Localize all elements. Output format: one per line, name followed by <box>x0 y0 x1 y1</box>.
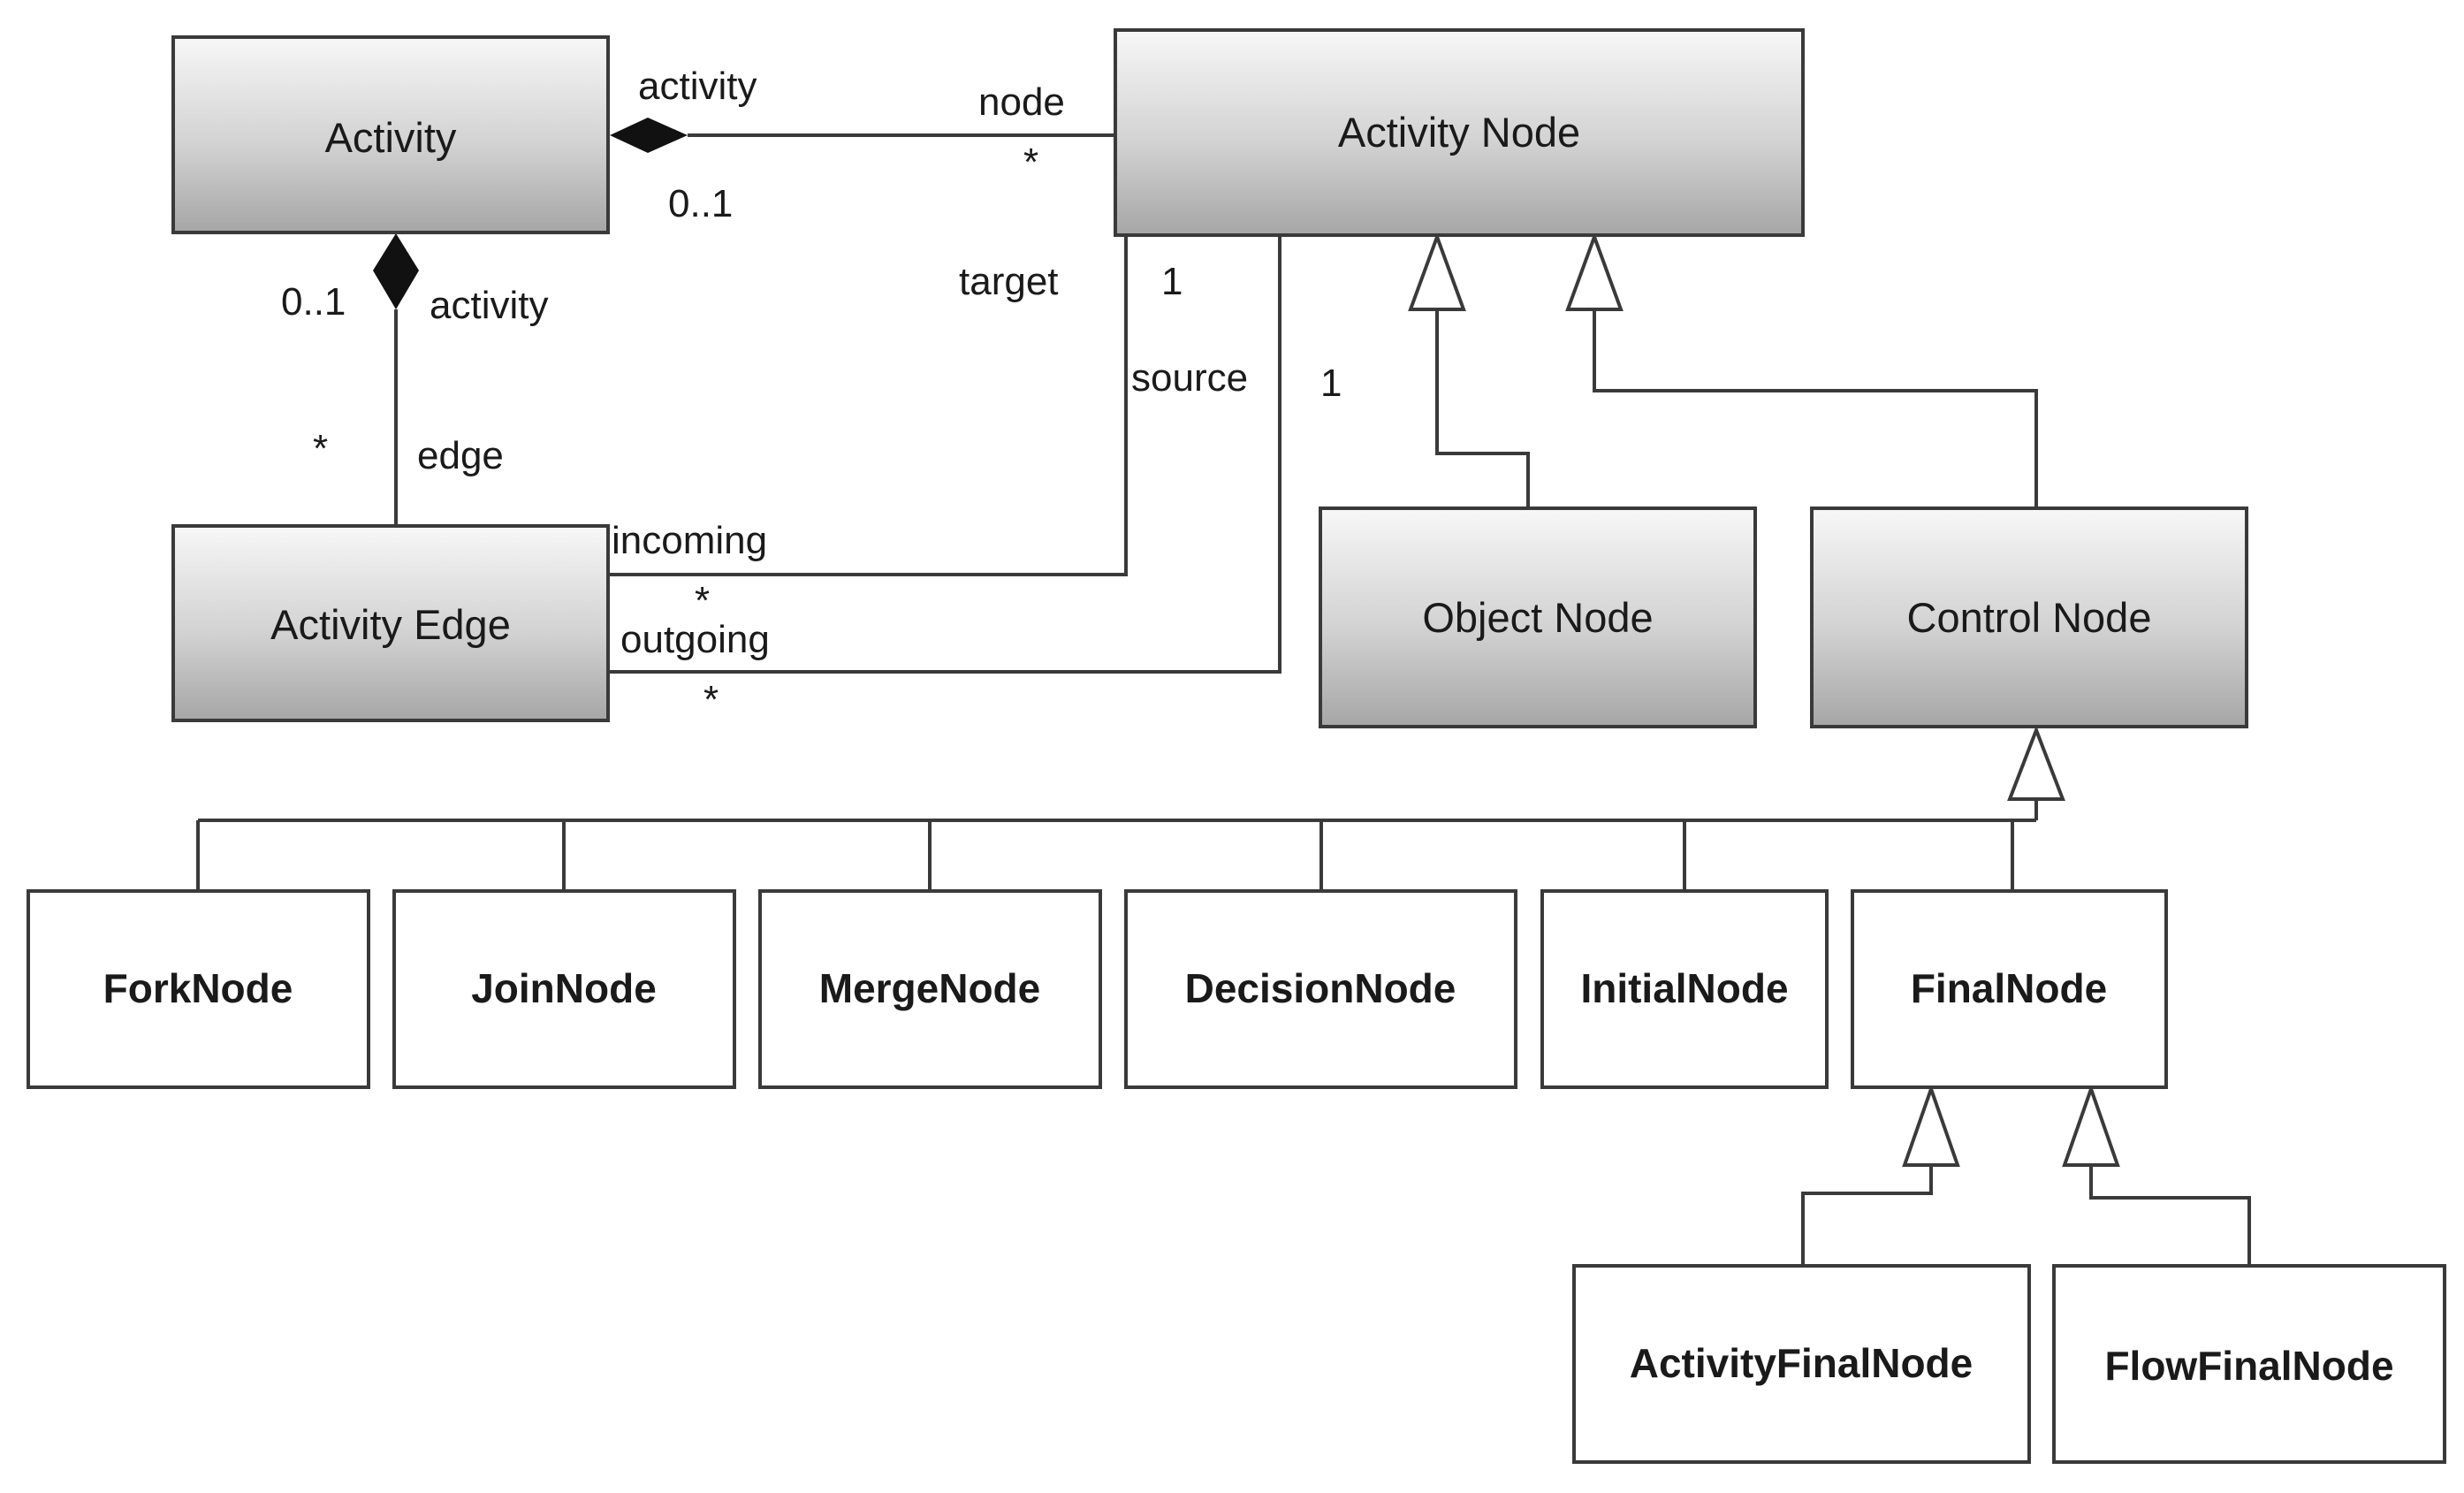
class-object-node[interactable]: Object Node <box>1319 507 1757 728</box>
connectors <box>196 133 2251 1266</box>
composition-diamond-icon <box>610 118 688 153</box>
class-activity-node[interactable]: Activity Node <box>1114 28 1805 237</box>
generalization-triangle-icon <box>2062 1083 2120 1167</box>
class-activity-edge-label: Activity Edge <box>270 601 511 648</box>
generalization-control-node <box>1593 309 2038 508</box>
role-activity-edge-owner: activity <box>430 284 548 327</box>
class-fork-node[interactable]: ForkNode <box>27 889 370 1089</box>
generalization-activity-final <box>1801 1165 1933 1266</box>
role-node: node <box>978 80 1065 124</box>
mult-activity-edge-owner: 0..1 <box>281 280 346 324</box>
class-control-node[interactable]: Control Node <box>1810 507 2248 728</box>
role-edge: edge <box>417 434 504 477</box>
role-outgoing: outgoing <box>620 618 770 661</box>
generalization-triangle-icon <box>1902 1083 1960 1167</box>
mult-source: 1 <box>1320 362 1342 405</box>
mult-activity: 0..1 <box>668 182 733 225</box>
mult-edge: * <box>313 427 328 470</box>
class-activity-label: Activity <box>325 114 457 161</box>
generalization-triangle-icon <box>2007 725 2065 801</box>
class-activity[interactable]: Activity <box>171 35 610 234</box>
association-target <box>608 235 1128 576</box>
mult-target: 1 <box>1161 260 1183 303</box>
class-activity-final-node[interactable]: ActivityFinalNode <box>1572 1264 2031 1464</box>
class-activity-node-label: Activity Node <box>1338 109 1580 156</box>
class-final-node[interactable]: FinalNode <box>1851 889 2168 1089</box>
class-decision-node-label: DecisionNode <box>1185 965 1456 1011</box>
class-decision-node[interactable]: DecisionNode <box>1124 889 1517 1089</box>
role-target: target <box>959 260 1059 303</box>
class-activity-final-node-label: ActivityFinalNode <box>1630 1340 1973 1386</box>
decorations <box>373 118 2120 1167</box>
class-merge-node[interactable]: MergeNode <box>758 889 1102 1089</box>
class-flow-final-node-label: FlowFinalNode <box>2104 1343 2393 1389</box>
mult-outgoing: * <box>703 678 719 721</box>
class-initial-node[interactable]: InitialNode <box>1540 889 1829 1089</box>
generalization-object-node <box>1435 309 1530 508</box>
class-join-node-label: JoinNode <box>471 965 657 1011</box>
generalization-triangle-icon <box>1408 232 1466 311</box>
class-activity-edge[interactable]: Activity Edge <box>171 524 610 722</box>
role-activity: activity <box>638 65 757 108</box>
class-final-node-label: FinalNode <box>1911 965 2107 1011</box>
mult-node: * <box>1023 141 1038 184</box>
class-fork-node-label: ForkNode <box>103 965 293 1011</box>
class-merge-node-label: MergeNode <box>819 965 1040 1011</box>
class-object-node-label: Object Node <box>1422 594 1653 641</box>
class-join-node[interactable]: JoinNode <box>392 889 736 1089</box>
generalization-triangle-icon <box>1565 232 1624 311</box>
generalization-flow-final <box>2089 1165 2251 1266</box>
class-initial-node-label: InitialNode <box>1580 965 1788 1011</box>
composition-diamond-icon <box>373 233 419 309</box>
association-source <box>608 235 1281 674</box>
role-incoming: incoming <box>612 519 767 562</box>
association-labels: activity 0..1 node * 0..1 activity * edg… <box>281 65 1342 721</box>
class-flow-final-node[interactable]: FlowFinalNode <box>2052 1264 2446 1464</box>
role-source: source <box>1131 356 1248 400</box>
mult-incoming: * <box>695 579 710 622</box>
class-control-node-label: Control Node <box>1907 594 2152 641</box>
